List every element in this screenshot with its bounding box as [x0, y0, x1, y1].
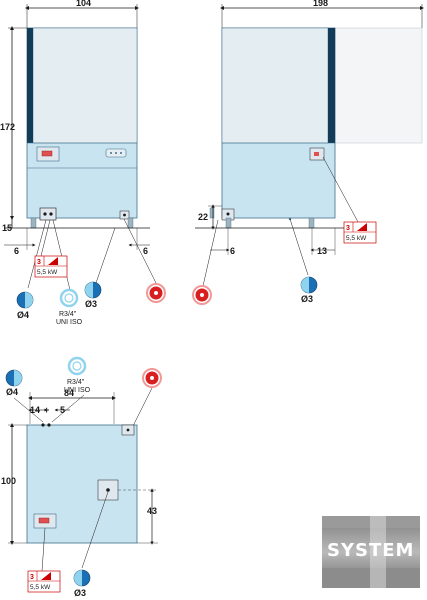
- front-width-dim: 104: [76, 0, 91, 8]
- front-view: 104 172 15 6: [0, 0, 166, 326]
- front-right-offset: 6: [143, 246, 148, 256]
- side-height-dim: 22: [198, 212, 208, 222]
- top-drain-label: Ø4: [6, 387, 18, 397]
- top-water-inlet-standard: UNI ISO: [64, 387, 91, 394]
- side-depth-dim: 198: [313, 0, 328, 8]
- front-display-icon: [41, 150, 53, 157]
- front-left-offset: 6: [14, 246, 19, 256]
- side-power-badge: 3 5,5 kW: [343, 221, 377, 244]
- front-water-inlet-size: R3/4": [59, 311, 77, 318]
- system-logo: SYSTEM: [322, 516, 420, 588]
- side-offset-left: 6: [230, 246, 235, 256]
- front-drain-box: [39, 207, 57, 221]
- top-width-dim: 84: [64, 388, 74, 398]
- side-steam-drain-label: Ø3: [301, 294, 313, 304]
- front-steam-drain-label: Ø3: [85, 299, 97, 309]
- svg-text:5,5 kW: 5,5 kW: [37, 269, 58, 276]
- top-view: Ø4 R3/4" UNI ISO 84 14 + 5: [1, 356, 162, 598]
- side-view: 198 22 6 13: [192, 0, 424, 305]
- logo-text: SYSTEM: [327, 540, 414, 561]
- front-height-dim: 172: [0, 122, 15, 132]
- front-power-badge: 3 5,5 kW: [34, 255, 68, 278]
- top-steam-drain-label: Ø3: [74, 588, 86, 598]
- front-water-inlet-symbol: [59, 288, 79, 308]
- svg-text:5,5 kW: 5,5 kW: [346, 235, 367, 242]
- plus-sign: +: [44, 405, 49, 415]
- front-water-inlet-standard: UNI ISO: [56, 319, 83, 326]
- side-open-door: [334, 27, 423, 144]
- top-power-badge: 3 5,5 kW: [27, 570, 61, 593]
- front-drain-label: Ø4: [17, 310, 29, 320]
- side-dark-strip: [328, 28, 335, 143]
- front-dark-strip: [27, 28, 33, 143]
- svg-text:3: 3: [30, 574, 34, 581]
- svg-text:5,5 kW: 5,5 kW: [30, 584, 51, 591]
- top-center-dim: 43: [147, 506, 157, 516]
- front-base-dim: 15: [2, 223, 12, 233]
- top-depth-dim: 100: [1, 476, 16, 486]
- top-water-inlet-size: R3/4": [67, 379, 85, 386]
- top-offset-a: 14: [30, 405, 40, 415]
- front-door-panel: [32, 27, 138, 144]
- side-offset-right: 13: [317, 246, 327, 256]
- svg-text:3: 3: [37, 259, 41, 266]
- top-offset-b: 5: [60, 405, 65, 415]
- svg-text:3: 3: [346, 225, 350, 232]
- top-water-inlet-symbol: [67, 356, 87, 376]
